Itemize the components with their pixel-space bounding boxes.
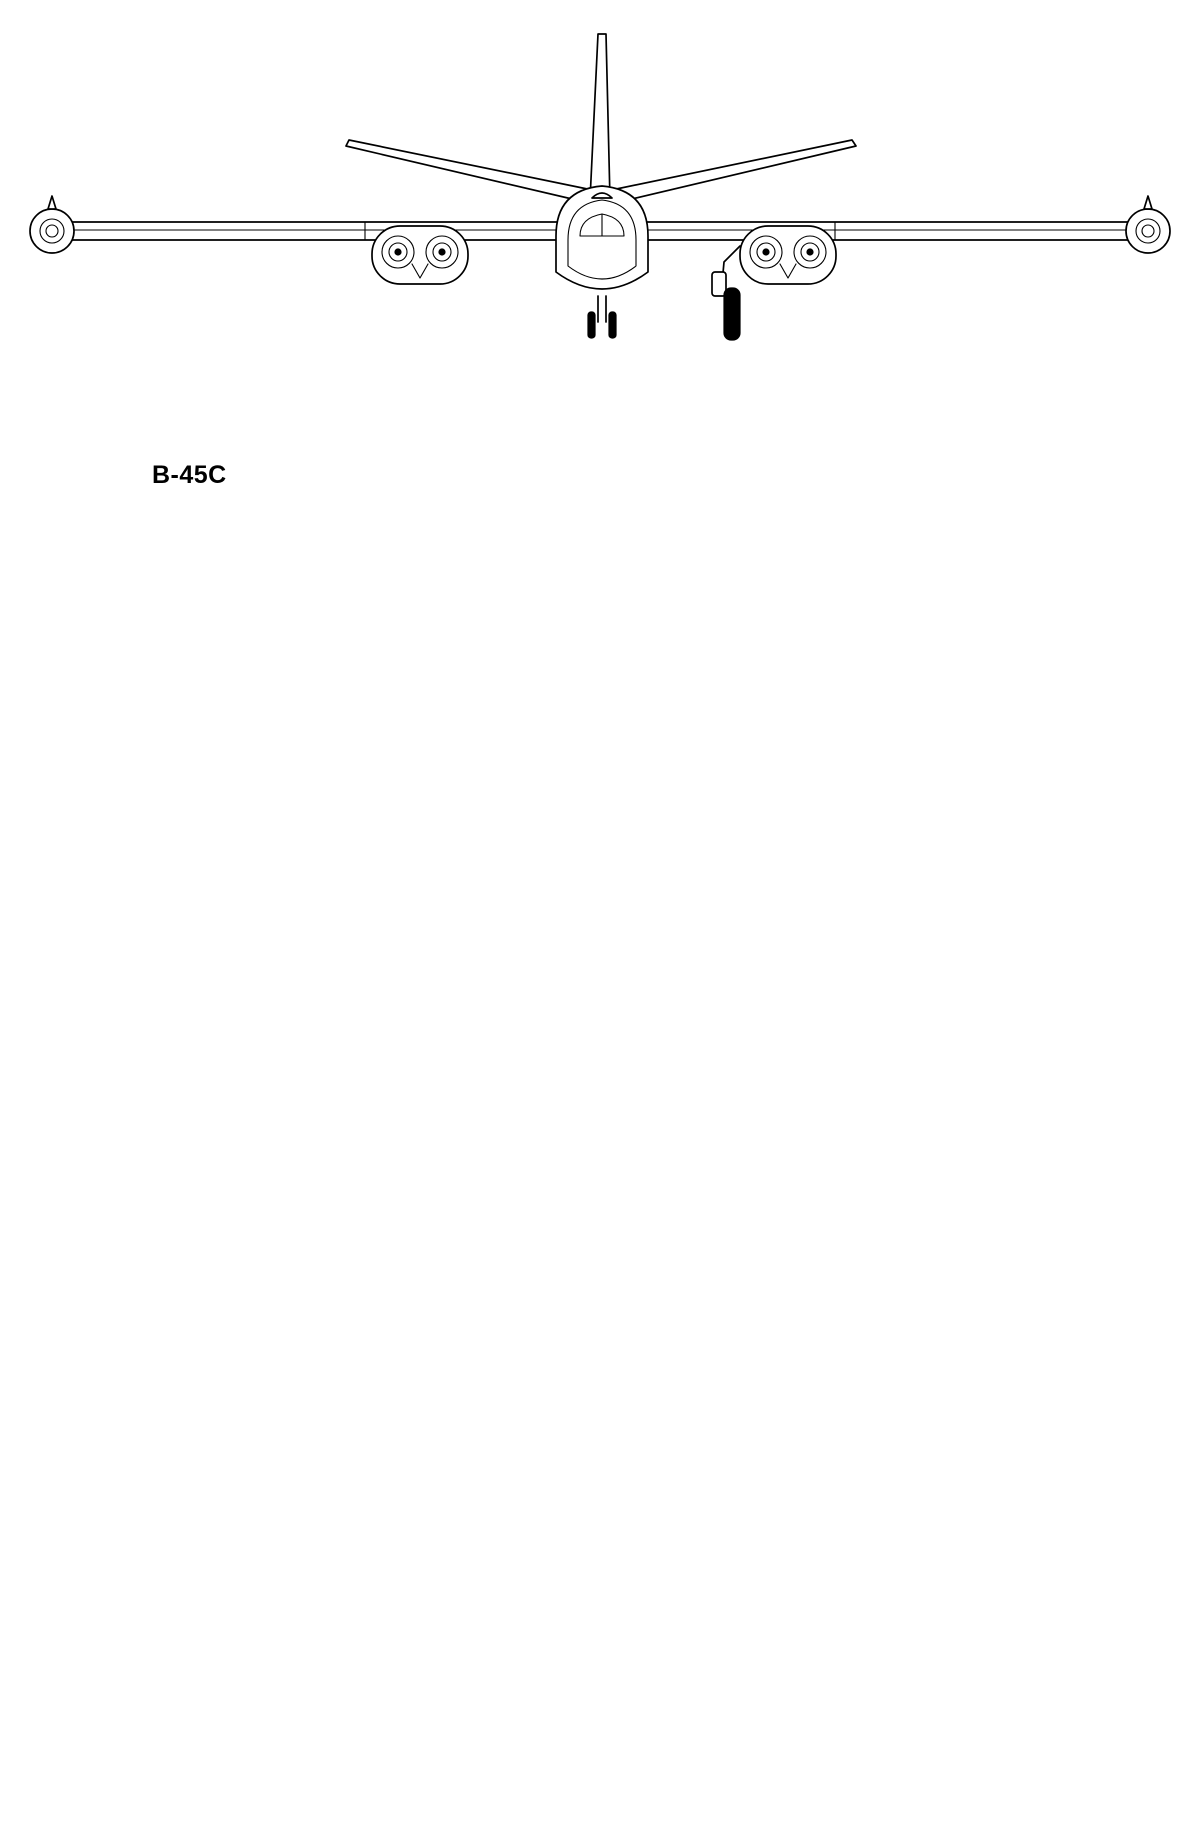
- aircraft-designation-label: B-45C: [152, 461, 227, 489]
- front-view: [29, 33, 1171, 341]
- front-vertical-tail: [589, 33, 611, 201]
- front-main-gear: [711, 245, 741, 341]
- front-left-tip-tank: [29, 195, 75, 254]
- front-nose-gear: [587, 295, 617, 339]
- front-right-nacelle: [739, 225, 837, 285]
- front-left-nacelle: [371, 225, 469, 285]
- front-fuselage: [555, 185, 649, 290]
- front-right-tip-tank: [1125, 195, 1171, 254]
